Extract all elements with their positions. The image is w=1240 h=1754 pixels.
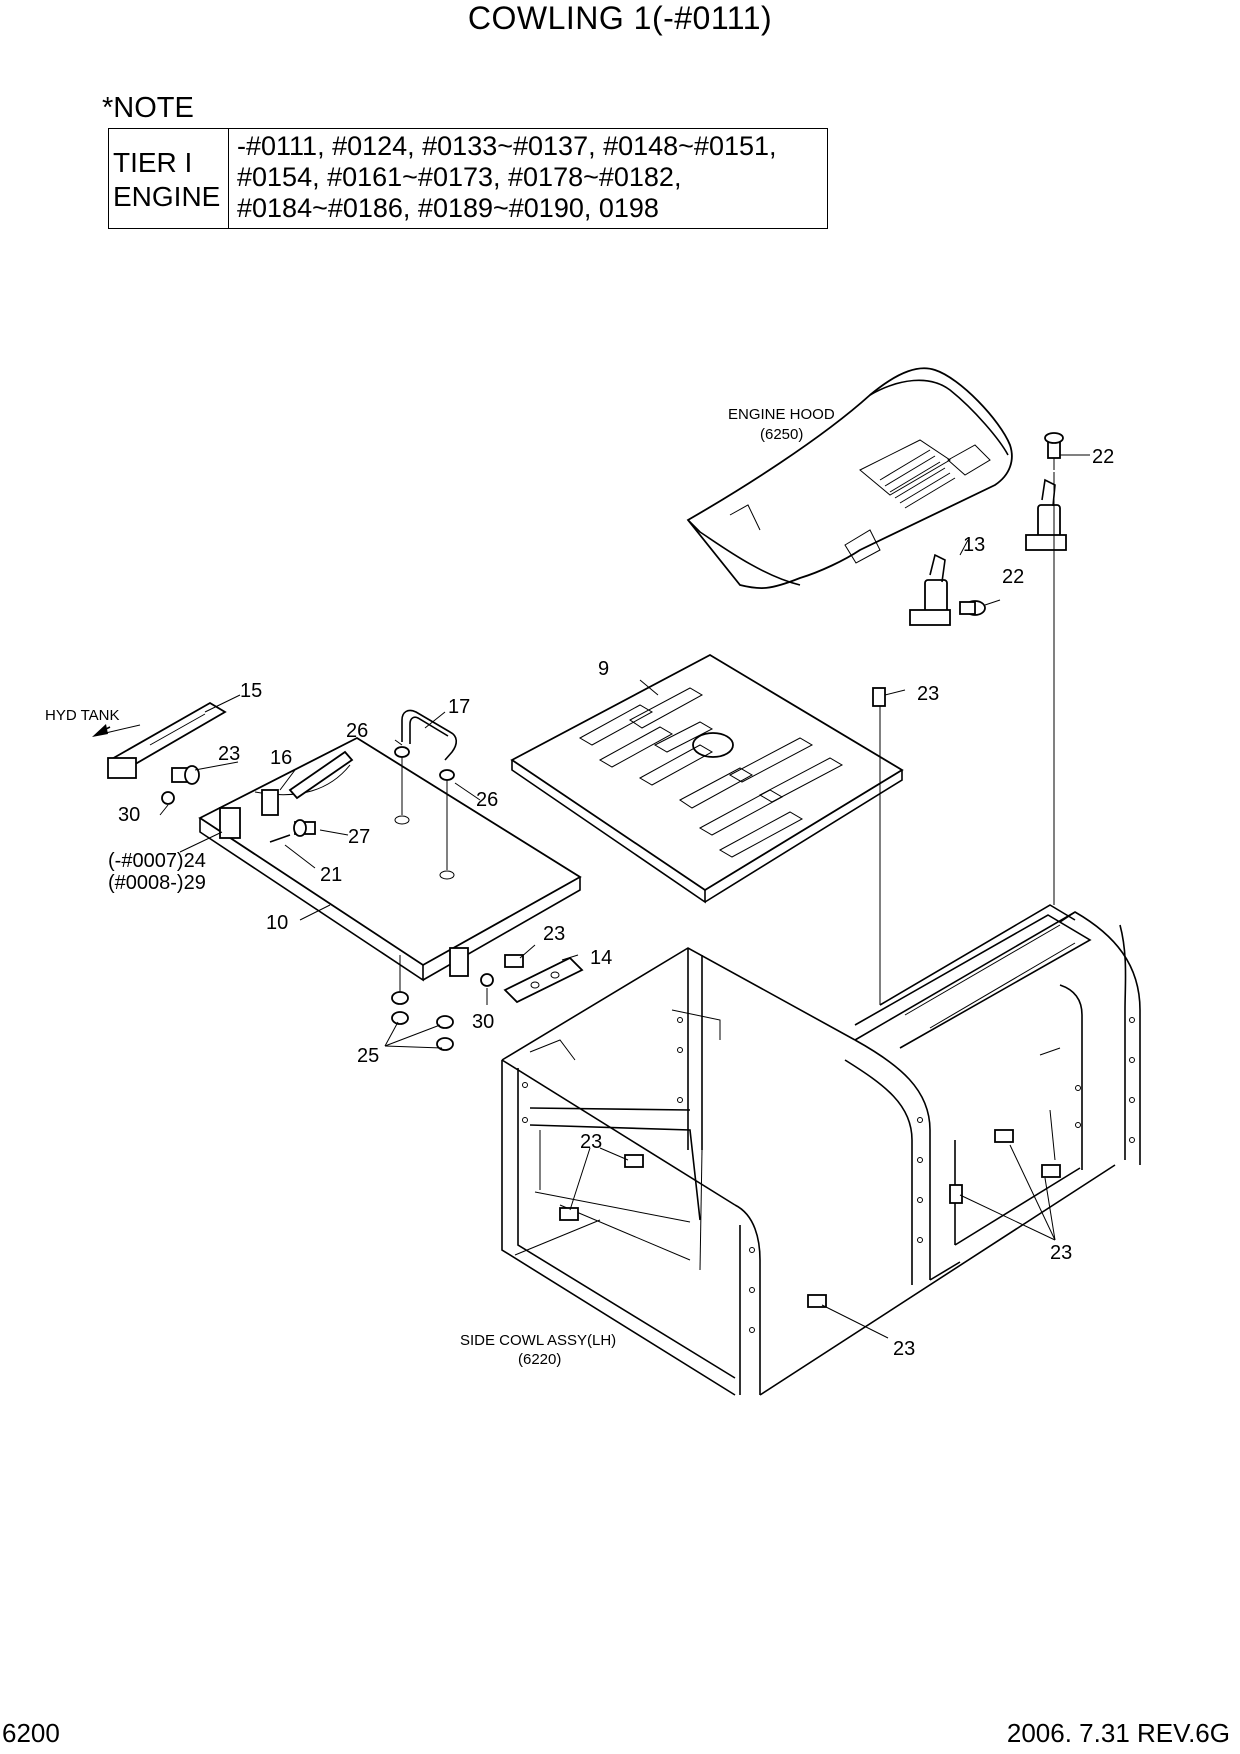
panel-grille xyxy=(578,687,844,858)
cover-panel-9 xyxy=(510,653,904,904)
page-title: COWLING 1(-#0111) xyxy=(467,0,773,36)
part-number-29: (#0008-)29 xyxy=(108,872,206,894)
engine-hood-label: ENGINE HOOD xyxy=(728,406,835,423)
link-16 xyxy=(261,750,354,816)
bolt-22-mid xyxy=(959,600,986,616)
note-label: *NOTE xyxy=(102,92,194,124)
note-line-1: -#0111, #0124, #0133~#0137, #0148~#0151, xyxy=(237,131,777,161)
part-number-16: 16 xyxy=(270,747,292,769)
part-number-30a: 30 xyxy=(118,804,140,826)
part-number-25: 25 xyxy=(357,1045,379,1067)
part-number-23e: 23 xyxy=(1050,1242,1072,1264)
engine-hood xyxy=(686,367,1013,590)
frame-bolts-23 xyxy=(559,687,1061,1308)
part-number-14: 14 xyxy=(590,947,612,969)
bolt-22-top xyxy=(1044,432,1064,470)
latch-right xyxy=(1025,478,1067,551)
washer-30b xyxy=(480,973,494,987)
note-line-2: #0154, #0161~#0173, #0178~#0182, xyxy=(237,162,682,192)
washer-30a xyxy=(161,791,175,805)
part-number-26a: 26 xyxy=(346,720,368,742)
note-left-line2: ENGINE xyxy=(113,181,221,212)
part-number-10: 10 xyxy=(266,912,288,934)
part-number-26b: 26 xyxy=(476,789,498,811)
part-number-23b: 23 xyxy=(218,743,240,765)
note-left-line1: TIER I xyxy=(113,147,193,178)
side-cowl-frame xyxy=(501,904,1141,1396)
page-number: 6200 xyxy=(2,1718,60,1748)
side-cowl-label: SIDE COWL ASSY(LH) xyxy=(460,1332,616,1349)
part-number-23d: 23 xyxy=(580,1131,602,1153)
part-number-24: (-#0007)24 xyxy=(108,850,206,872)
side-cowl-ref: (6220) xyxy=(518,1351,561,1368)
part-number-21: 21 xyxy=(320,864,342,886)
part-number-17: 17 xyxy=(448,696,470,718)
leader-lines xyxy=(96,454,1090,1339)
note-table: TIER I ENGINE -#0111, #0124, #0133~#0137… xyxy=(108,128,828,229)
part-number-22a: 22 xyxy=(1092,446,1114,468)
hyd-tank-arrowhead xyxy=(92,724,108,737)
part-number-13: 13 xyxy=(963,534,985,556)
nut-26a xyxy=(394,746,410,758)
bolt-23c xyxy=(504,954,524,968)
part-number-27: 27 xyxy=(348,826,370,848)
part-number-30b: 30 xyxy=(472,1011,494,1033)
pin-21 xyxy=(269,834,291,843)
bolt-27 xyxy=(293,819,316,837)
hood-vent-slots xyxy=(879,449,956,509)
engine-hood-ref: (6250) xyxy=(760,426,803,443)
part-number-9: 9 xyxy=(598,658,609,680)
part-number-23c: 23 xyxy=(543,923,565,945)
nuts-25 xyxy=(391,955,454,1051)
note-line-3: #0184~#0186, #0189~#0190, 0198 xyxy=(237,193,659,223)
part-number-22b: 22 xyxy=(1002,566,1024,588)
hyd-tank-label: HYD TANK xyxy=(45,707,119,724)
part-number-23f: 23 xyxy=(893,1338,915,1360)
bracket-15 xyxy=(107,701,227,779)
lid-10 xyxy=(198,736,582,982)
nut-26b xyxy=(439,769,455,781)
part-number-15: 15 xyxy=(240,680,262,702)
latch-left xyxy=(909,553,951,626)
note-serials-cell: -#0111, #0124, #0133~#0137, #0148~#0151,… xyxy=(229,129,827,228)
revision-date: 2006. 7.31 REV.6G xyxy=(1006,1718,1230,1748)
bolt-23b xyxy=(171,765,200,785)
note-engine-cell: TIER I ENGINE xyxy=(109,129,229,228)
part-number-23a: 23 xyxy=(917,683,939,705)
plate-14 xyxy=(503,956,584,1004)
